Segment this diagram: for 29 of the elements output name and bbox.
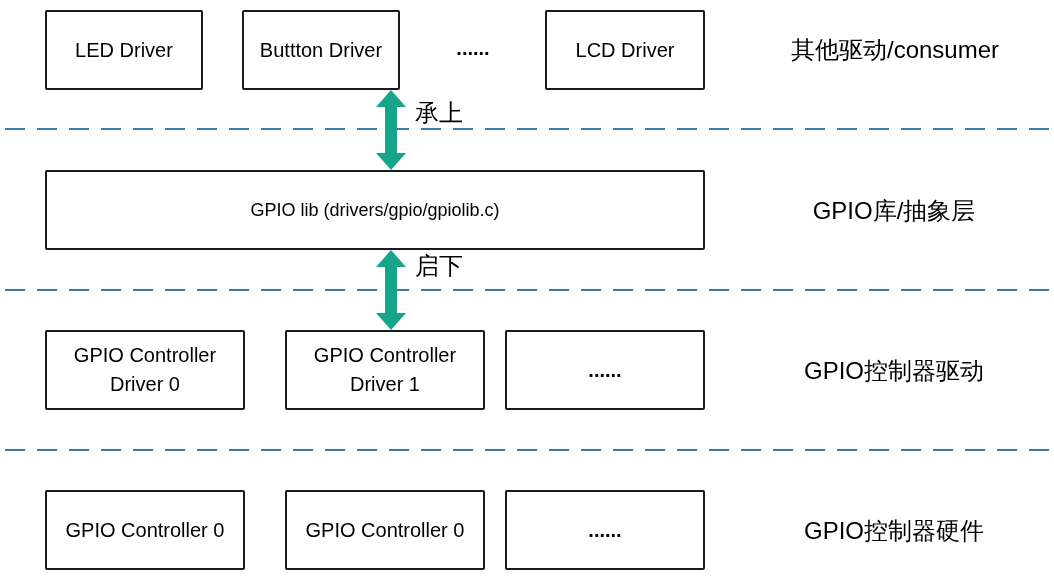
layer-label: 其他驱动/consumer (791, 35, 999, 65)
module-label: ...... (588, 357, 622, 383)
ellipsis-text: ...... (456, 36, 490, 60)
module-box (45, 10, 203, 90)
double-arrow (376, 90, 406, 170)
module-label: Buttton Driver (259, 37, 383, 63)
module-box (45, 330, 245, 410)
module-label: GPIO lib (drivers/gpio/gpiolib.c) (250, 198, 500, 222)
module-label: LED Driver (75, 37, 173, 63)
layer-label: GPIO库/抽象层 (812, 196, 976, 226)
edge-label: 承上 (415, 99, 463, 127)
module-box (45, 170, 705, 250)
module-label: GPIO Controller Driver 1 (312, 343, 458, 397)
module-label: GPIO Controller 0 (305, 517, 465, 543)
edge-label: 启下 (415, 252, 463, 280)
module-box (242, 10, 400, 90)
layer-label: GPIO控制器硬件 (804, 516, 984, 546)
module-label: LCD Driver (575, 37, 675, 63)
module-box (505, 490, 705, 570)
module-label: ...... (588, 517, 622, 543)
module-box (285, 490, 485, 570)
module-box (505, 330, 705, 410)
module-label: GPIO Controller 0 (65, 517, 225, 543)
module-box (545, 10, 705, 90)
module-box (45, 490, 245, 570)
double-arrow (376, 250, 406, 330)
module-box (285, 330, 485, 410)
module-label: GPIO Controller Driver 0 (72, 343, 218, 397)
layer-label: GPIO控制器驱动 (804, 356, 984, 386)
